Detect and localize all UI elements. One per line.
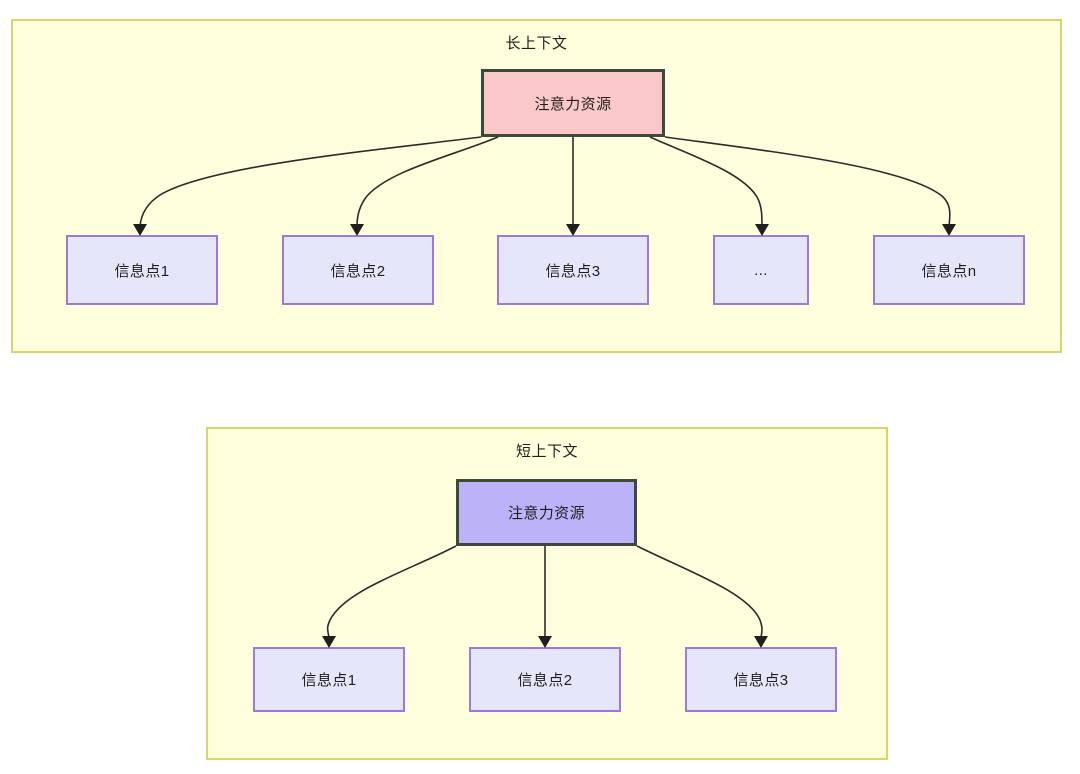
node-info-point-1-short[interactable]: 信息点1 xyxy=(253,647,405,712)
node-info-point-3-long[interactable]: 信息点3 xyxy=(497,235,649,305)
node-info-point-2-short[interactable]: 信息点2 xyxy=(469,647,621,712)
node-info-point-ellipsis-long[interactable]: ... xyxy=(713,235,809,305)
node-info-point-2-long[interactable]: 信息点2 xyxy=(282,235,434,305)
node-info-point-1-long[interactable]: 信息点1 xyxy=(66,235,218,305)
node-attention-resource-short[interactable]: 注意力资源 xyxy=(456,479,637,546)
node-info-point-n-long[interactable]: 信息点n xyxy=(873,235,1025,305)
panel-long-context-title: 长上下文 xyxy=(505,35,568,52)
node-attention-resource-long[interactable]: 注意力资源 xyxy=(481,69,665,137)
panel-short-context-title: 短上下文 xyxy=(515,443,578,460)
node-info-point-3-short[interactable]: 信息点3 xyxy=(685,647,837,712)
